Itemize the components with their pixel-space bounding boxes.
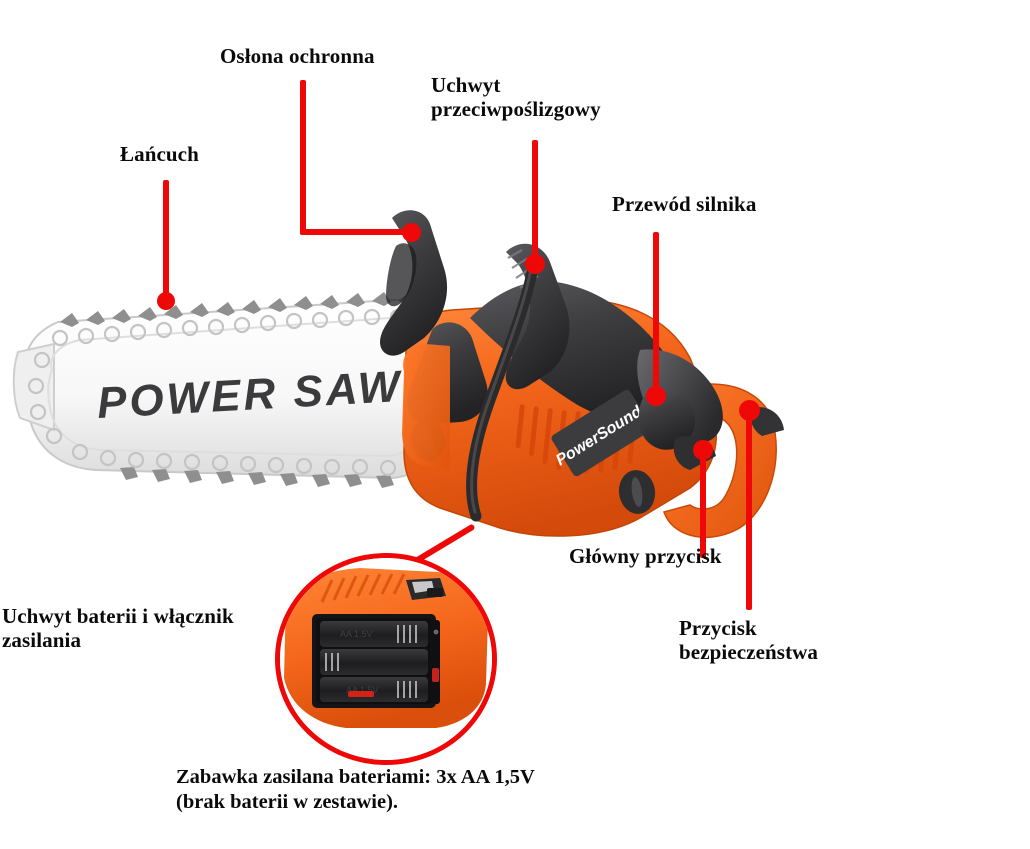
pointer-dot-main-button bbox=[693, 440, 713, 460]
body-brand-plate: PowerSound bbox=[551, 389, 652, 477]
footnote-battery-info: Zabawka zasilana bateriami: 3x AA 1,5V (… bbox=[176, 766, 535, 813]
pointer-dot-antislip-handle bbox=[525, 254, 545, 274]
pointer-line-motor-cable bbox=[653, 232, 659, 394]
chain-teeth-top bbox=[60, 292, 438, 327]
pointer-line-guard-horizontal bbox=[300, 229, 412, 235]
bar-brand-text: POWER SAW bbox=[96, 362, 404, 428]
pointer-dot-guard bbox=[402, 223, 421, 242]
pointer-line-guard-vertical bbox=[300, 80, 306, 235]
callout-label-battery-holder: Uchwyt baterii i włącznik zasilania bbox=[2, 604, 234, 652]
pointer-dot-safety-button bbox=[739, 400, 760, 421]
pointer-line-safety-button bbox=[746, 410, 752, 610]
pointer-dot-chain bbox=[157, 292, 175, 310]
callout-label-motor-cable: Przewód silnika bbox=[612, 192, 757, 216]
battery-cells: AA 1.5V AA 1.5V bbox=[320, 621, 428, 702]
guide-bar bbox=[12, 298, 439, 480]
svg-text:AA 1.5V: AA 1.5V bbox=[340, 629, 373, 639]
battery-compartment-inset: AA 1.5V AA 1.5V bbox=[275, 553, 497, 765]
motor-cable-highlight bbox=[470, 266, 533, 514]
svg-text:AA 1.5V: AA 1.5V bbox=[346, 685, 379, 695]
body-screws bbox=[410, 419, 656, 514]
svg-text:PowerSound: PowerSound bbox=[553, 403, 646, 470]
motor-cable bbox=[466, 256, 540, 522]
chain-links bbox=[27, 308, 407, 477]
callout-label-chain: Łańcuch bbox=[120, 142, 199, 166]
pointer-line-chain bbox=[163, 180, 169, 298]
chain-teeth-bottom bbox=[120, 467, 394, 488]
callout-label-guard: Osłona ochronna bbox=[220, 44, 375, 68]
pointer-line-antislip-handle bbox=[532, 140, 538, 262]
power-switch bbox=[406, 578, 446, 600]
callout-label-safety-button: Przycisk bezpieczeństwa bbox=[679, 616, 819, 664]
body-vents bbox=[515, 404, 637, 474]
housing-ribs bbox=[320, 573, 406, 603]
pointer-dot-motor-cable bbox=[646, 386, 666, 406]
saw-body: PowerSound bbox=[403, 281, 784, 537]
callout-label-antislip-handle: Uchwyt przeciwpoślizgowy bbox=[431, 73, 601, 121]
callout-label-main-button: Główny przycisk bbox=[569, 544, 722, 568]
pointer-line-main-button bbox=[700, 448, 706, 558]
